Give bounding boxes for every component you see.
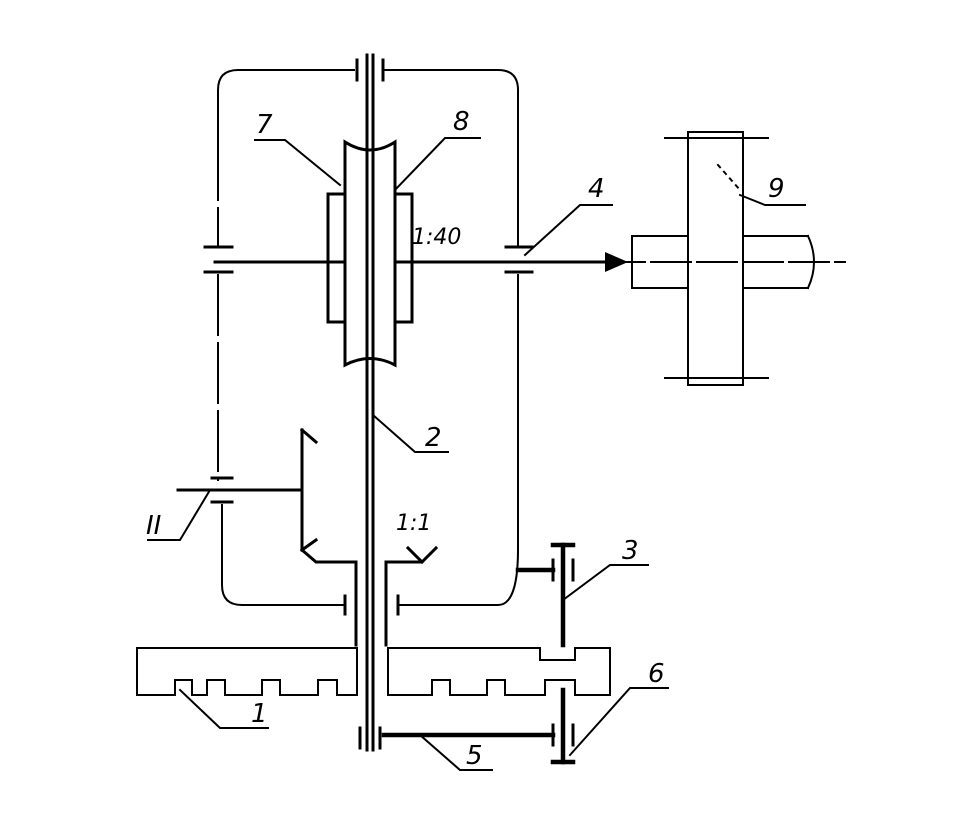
bevel-gear-pair (176, 427, 439, 647)
leader-2 (371, 413, 449, 453)
worm-gear-8 (343, 139, 397, 368)
label-5: 5 (466, 741, 483, 771)
labels: 7 8 4 9 2 II 3 1 5 6 1:40 1:1 (146, 107, 785, 771)
leader-9 (738, 193, 806, 206)
horizontal-shaft (203, 245, 628, 274)
output-shaft-lines (742, 235, 809, 289)
leader-1 (178, 688, 269, 729)
label-6: 6 (648, 659, 665, 689)
rack-1 (136, 647, 611, 696)
leader-7 (254, 139, 342, 187)
leader-lines (147, 137, 806, 771)
leader-8 (393, 137, 481, 192)
output-wheel-dot-leader (716, 163, 742, 192)
ratio-bevel: 1:1 (396, 511, 431, 536)
gear-train-3-6 (381, 542, 576, 765)
housing-top-left (217, 69, 355, 151)
bevel-gear-right-tooth (405, 545, 425, 565)
leader-3 (561, 564, 649, 602)
vertical-shaft (355, 53, 385, 752)
bevel-gear-left-bottom-tooth (299, 537, 319, 553)
leader-6 (568, 687, 669, 757)
worm-wheel-left (326, 192, 347, 324)
leader-II (147, 488, 212, 541)
leader-4 (523, 204, 613, 257)
label-8: 8 (453, 107, 470, 137)
worm-body (343, 139, 397, 368)
worm-wheel-7 (326, 192, 414, 324)
label-7: 7 (256, 110, 273, 140)
output-wheel-body (687, 131, 744, 386)
label-2: 2 (425, 423, 442, 453)
housing (217, 69, 520, 616)
label-4: 4 (588, 174, 605, 204)
label-1: 1 (251, 699, 268, 729)
label-II: II (146, 511, 161, 541)
bevel-gear-right-hub (384, 545, 439, 647)
housing-bottom-right (397, 548, 520, 606)
housing-top-right (384, 69, 519, 151)
output-wheel-9 (604, 131, 846, 386)
worm-wheel-right (393, 192, 414, 324)
bevel-gear-left-hub (299, 547, 358, 647)
rack-right-section (387, 647, 611, 696)
rack-left-section (136, 647, 358, 696)
ratio-worm: 1:40 (412, 225, 461, 250)
leader-5 (418, 733, 493, 771)
housing-bottom-left (221, 504, 346, 606)
bevel-gear-left-top-tooth (299, 427, 319, 445)
label-9: 9 (768, 174, 785, 204)
label-3: 3 (622, 536, 639, 566)
